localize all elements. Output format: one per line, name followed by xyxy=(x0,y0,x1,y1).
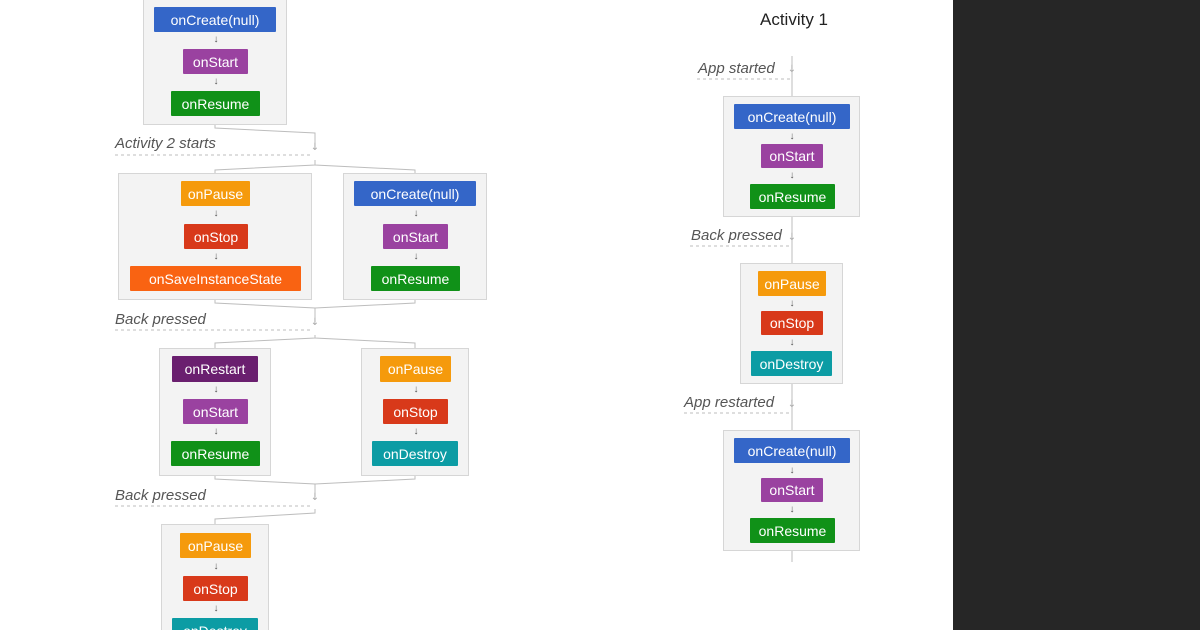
left-group-2a: onPause ↓ onStop ↓ onSaveInstanceState xyxy=(118,173,312,300)
event-label-back-pressed: Back pressed xyxy=(115,311,206,328)
down-arrow-icon: ↓ xyxy=(413,426,419,437)
onresume-node: onResume xyxy=(371,266,460,291)
down-arrow-icon: ↓ xyxy=(213,603,219,614)
ondestroy-node: onDestroy xyxy=(372,441,458,466)
left-group-3b: onPause ↓ onStop ↓ onDestroy xyxy=(361,348,469,476)
onresume-node: onResume xyxy=(171,441,260,466)
onresume-node: onResume xyxy=(171,91,260,116)
onresume-node: onResume xyxy=(750,184,835,209)
event-label-app-started: App started xyxy=(698,60,775,77)
svg-text:↓: ↓ xyxy=(311,317,319,328)
left-group-4: onPause ↓ onStop ↓ onDestroy xyxy=(161,524,269,630)
ondestroy-node: onDestroy xyxy=(751,351,832,376)
event-label-back-pressed: Back pressed xyxy=(691,227,782,244)
svg-text:↓: ↓ xyxy=(788,232,796,243)
onrestart-node: onRestart xyxy=(172,356,258,382)
down-arrow-icon: ↓ xyxy=(413,384,419,395)
right-group-2: onPause ↓ onStop ↓ onDestroy xyxy=(740,263,843,384)
down-arrow-icon: ↓ xyxy=(413,208,419,219)
down-arrow-icon: ↓ xyxy=(213,76,219,87)
event-label-app-restarted: App restarted xyxy=(684,394,775,411)
down-arrow-icon: ↓ xyxy=(213,384,219,395)
onstop-node: onStop xyxy=(761,311,823,335)
svg-text:↓: ↓ xyxy=(788,64,796,75)
onstop-node: onStop xyxy=(383,399,448,424)
oncreate-node: onCreate(null) xyxy=(734,104,850,129)
connector-lines: ↓ ↓ ↓ ↓ ↓ ↓ xyxy=(115,56,796,562)
right-group-1: onCreate(null) ↓ onStart ↓ onResume xyxy=(723,96,860,217)
oncreate-node: onCreate(null) xyxy=(354,181,476,206)
onstart-node: onStart xyxy=(183,399,248,424)
down-arrow-icon: ↓ xyxy=(789,298,795,309)
onpause-node: onPause xyxy=(180,533,251,558)
left-group-2b: onCreate(null) ↓ onStart ↓ onResume xyxy=(343,173,487,300)
onresume-node: onResume xyxy=(750,518,835,543)
dark-background-panel xyxy=(953,0,1200,630)
ondestroy-node: onDestroy xyxy=(172,618,258,630)
down-arrow-icon: ↓ xyxy=(789,465,795,476)
onpause-node: onPause xyxy=(181,181,250,206)
down-arrow-icon: ↓ xyxy=(213,208,219,219)
down-arrow-icon: ↓ xyxy=(213,426,219,437)
down-arrow-icon: ↓ xyxy=(213,561,219,572)
activity-title: Activity 1 xyxy=(760,10,829,29)
svg-text:↓: ↓ xyxy=(788,399,796,410)
oncreate-node: onCreate(null) xyxy=(154,7,276,32)
onstart-node: onStart xyxy=(761,478,823,502)
down-arrow-icon: ↓ xyxy=(213,34,219,45)
onstart-node: onStart xyxy=(761,144,823,168)
onstop-node: onStop xyxy=(183,576,248,601)
oncreate-node: onCreate(null) xyxy=(734,438,850,463)
event-label-activity2-starts: Activity 2 starts xyxy=(115,135,216,152)
onpause-node: onPause xyxy=(758,271,826,296)
down-arrow-icon: ↓ xyxy=(789,337,795,348)
onpause-node: onPause xyxy=(380,356,451,382)
onsaveinstancestate-node: onSaveInstanceState xyxy=(130,266,301,291)
event-label-back-pressed: Back pressed xyxy=(115,487,206,504)
right-group-3: onCreate(null) ↓ onStart ↓ onResume xyxy=(723,430,860,551)
down-arrow-icon: ↓ xyxy=(789,504,795,515)
left-group-1: onCreate(null) ↓ onStart ↓ onResume xyxy=(143,0,287,125)
down-arrow-icon: ↓ xyxy=(789,131,795,142)
svg-text:↓: ↓ xyxy=(311,492,319,503)
down-arrow-icon: ↓ xyxy=(789,170,795,181)
left-group-3a: onRestart ↓ onStart ↓ onResume xyxy=(159,348,271,476)
onstart-node: onStart xyxy=(183,49,248,74)
onstart-node: onStart xyxy=(383,224,448,249)
down-arrow-icon: ↓ xyxy=(213,251,219,262)
svg-text:↓: ↓ xyxy=(311,142,319,153)
down-arrow-icon: ↓ xyxy=(413,251,419,262)
onstop-node: onStop xyxy=(184,224,248,249)
